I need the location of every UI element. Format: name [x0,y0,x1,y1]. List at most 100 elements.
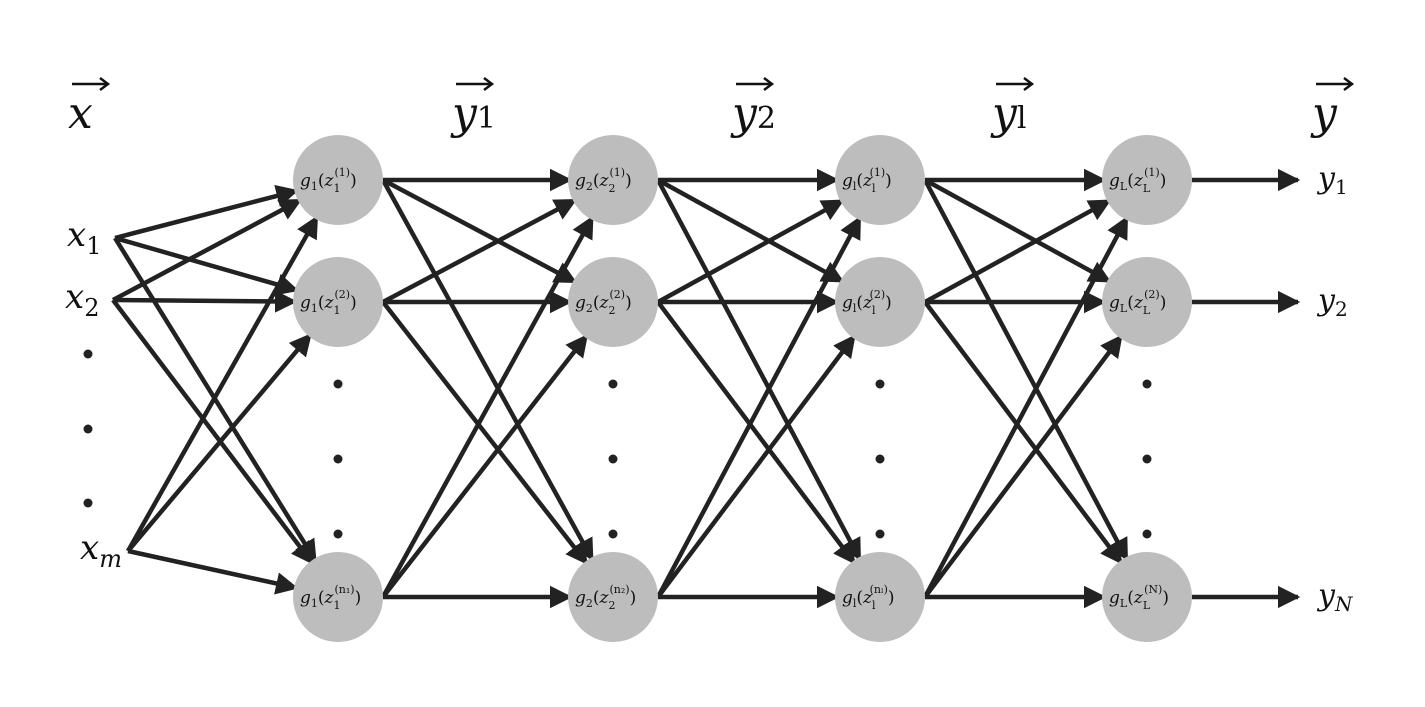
neuron-label: gL(zL(1)) [1109,166,1166,195]
input-label-2: x2 [65,277,99,322]
layer-1-node-2: g1(z1(2)) [293,257,383,347]
edge-layer-2-node-3-to-layer-l-node-1 [656,215,862,599]
neuron-label: gl(zl(nₗ)) [842,583,895,612]
neuron-circle [568,552,658,642]
layer-1-ellipsis-dot-1 [333,379,343,389]
output-label-1: y1 [1316,161,1348,199]
vector-arrowhead-icon [483,77,495,91]
layer-title-y2: y2 [730,77,776,139]
edge-layer-2-node-3-to-layer-l-node-2 [656,334,857,599]
layer-1-ellipsis-dot-3 [333,529,343,539]
edge-input-3-to-l1-node-2 [126,332,313,553]
layer-L-ellipsis-dot-2 [1142,454,1152,464]
output-label-3: yN [1316,578,1354,616]
input-ellipsis-dot-1 [83,349,93,359]
svg-text:x: x [68,88,93,139]
layer-title-y: y [1310,77,1355,139]
layer-1-node-1: g1(z1(1)) [293,135,383,225]
edge-layer-l-node-3-to-layer-L-node-1 [923,215,1129,599]
edge-input-1-to-l1-node-1 [114,184,299,241]
neuron-circle [293,135,383,225]
neuron-circle [1102,135,1192,225]
edge-layer-2-node-2-to-layer-l-node-1 [656,198,845,304]
svg-text:yl: yl [990,88,1026,139]
labels-group: x y1 y2 yl y x1 x2 xm y1 y2 yN [65,77,1355,616]
neuron-circle [568,257,658,347]
input-label-3: xm [80,528,122,573]
neuron-label: gl(zl(2)) [842,288,892,317]
edge-input-2-to-l1-node-1 [111,198,303,302]
vector-arrowhead-icon [1023,77,1035,91]
layer-title-y1: y1 [450,77,496,139]
input-label-1: x1 [67,215,101,260]
neuron-circle [293,257,383,347]
neuron-label: g2(z2(n₂)) [575,583,636,612]
layer-L-node-1: gL(zL(1)) [1102,135,1192,225]
edge-input-2-to-l1-node-3 [111,298,314,565]
svg-text:y2: y2 [730,88,776,139]
edge-layer-l-node-2-to-layer-L-node-3 [923,300,1124,565]
layer-title-x: x [68,77,111,139]
neuron-label: g1(z1(n₁)) [300,583,361,612]
layer-L-ellipsis-dot-3 [1142,529,1152,539]
edge-input-2-to-l1-node-2 [112,290,298,313]
edge-layer-1-node-3-to-layer-2-node-2 [381,333,589,599]
edge-layer-1-node-1-to-layer-2-node-3 [381,178,595,562]
edges-group [111,168,1301,609]
layer-L-ellipsis-dot-1 [1142,379,1152,389]
edge-layer-2-node-1-to-layer-l-node-2 [656,178,845,284]
input-ellipsis-dot-2 [83,424,93,434]
neuron-circle [568,135,658,225]
neuron-label: gl(zl(1)) [842,166,892,195]
layer-l-ellipsis-dot-3 [875,529,885,539]
nodes-group: g1(z1(1)) g1(z1(2)) g1(z1(n₁)) g2(z2(1)) g2(… [293,135,1192,642]
layer-2-ellipsis-dot-2 [608,454,618,464]
svg-text:y: y [1310,88,1338,139]
edge-layer-l-node-1-to-layer-L-node-2 [923,178,1112,284]
output-label-2: y2 [1316,283,1348,321]
ellipsis-dots-group [83,349,1152,539]
edge-layer-1-node-3-to-layer-2-node-1 [381,215,595,599]
edge-layer-l-node-1-to-layer-L-node-3 [923,178,1129,562]
neuron-label: gL(zL(2)) [1109,288,1166,317]
layer-L-node-2: gL(zL(2)) [1102,257,1192,347]
layer-l-ellipsis-dot-1 [875,379,885,389]
layer-2-node-1: g2(z2(1)) [568,135,658,225]
neuron-circle [835,257,925,347]
svg-text:y1: y1 [450,88,496,139]
edge-input-3-to-l1-node-1 [126,215,319,553]
neuron-circle [1102,257,1192,347]
layer-2-ellipsis-dot-3 [608,529,618,539]
layer-l-node-3: gl(zl(nₗ)) [835,552,925,642]
neuron-circle [293,552,383,642]
layer-1-ellipsis-dot-2 [333,454,343,464]
edge-layer-2-node-1-to-layer-l-node-3 [656,178,862,562]
edge-input-3-to-l1-node-3 [127,548,299,595]
edge-layer-l-node-3-to-layer-L-node-2 [923,334,1124,599]
vector-arrowhead-icon [99,77,111,91]
neuron-circle [835,552,925,642]
edge-layer-l-node-2-to-layer-L-node-1 [923,198,1112,304]
edge-input-1-to-l1-node-2 [114,235,300,296]
layer-l-node-2: gl(zl(2)) [835,257,925,347]
edge-layer-1-node-2-to-layer-2-node-3 [381,300,589,566]
layer-2-node-3: g2(z2(n₂)) [568,552,658,642]
layer-L-node-3: gL(zL(N)) [1102,552,1192,642]
vector-arrowhead-icon [1343,77,1355,91]
neuron-label: g1(z1(1)) [300,166,357,195]
edge-layer-1-node-1-to-layer-2-node-2 [381,178,578,284]
layer-l-ellipsis-dot-2 [875,454,885,464]
vector-arrowhead-icon [763,77,775,91]
neuron-circle [1102,552,1192,642]
layer-1-node-3: g1(z1(n₁)) [293,552,383,642]
layer-l-node-1: gl(zl(1)) [835,135,925,225]
neuron-circle [835,135,925,225]
input-ellipsis-dot-3 [83,498,93,508]
layer-2-node-2: g2(z2(2)) [568,257,658,347]
layer-2-ellipsis-dot-1 [608,379,618,389]
neuron-label: g1(z1(2)) [300,288,357,317]
neuron-label: gL(zL(N)) [1109,583,1169,612]
neuron-label: g2(z2(2)) [575,288,632,317]
layer-title-yl: yl [990,77,1035,139]
